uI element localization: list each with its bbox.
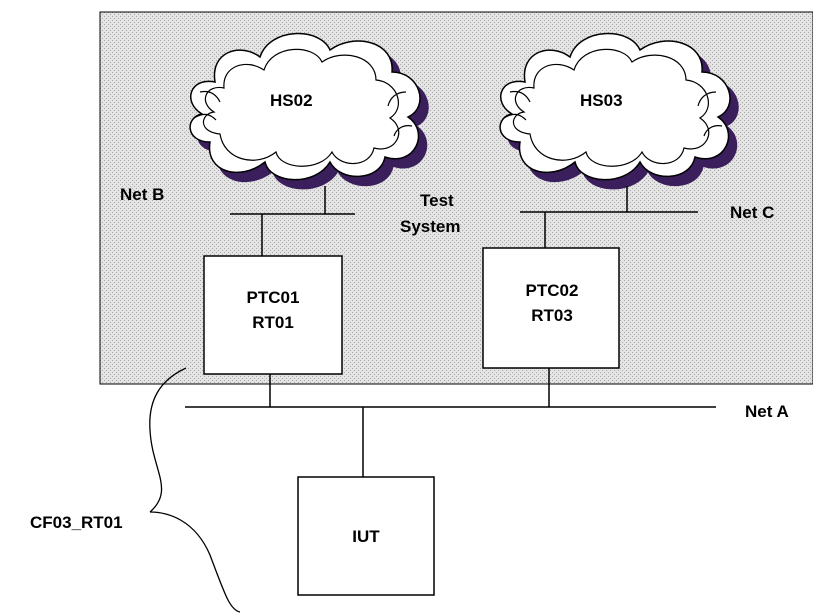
iut-box (297, 476, 435, 596)
ptc02-box (482, 247, 620, 369)
configuration-brace (149, 367, 241, 613)
ptc01-box (203, 255, 343, 375)
brace-label: CF03_RT01 (30, 513, 123, 532)
test-system-label-2: System (400, 217, 460, 236)
net-b-label: Net B (120, 185, 164, 204)
cloud-detail (193, 48, 413, 167)
rt03-label: RT03 (531, 306, 573, 325)
cloud-outline (189, 32, 421, 181)
cloud-outline (499, 32, 731, 181)
net-c-label: Net C (730, 203, 774, 222)
net-a-label: Net A (745, 402, 789, 421)
cloud-label-hs03: HS03 (580, 91, 623, 110)
cloud-detail (503, 48, 723, 167)
cloud-hs03: HS03 (499, 32, 739, 190)
rt01-label: RT01 (252, 313, 294, 332)
ptc01-label: PTC01 (247, 288, 300, 307)
test-system-label: Test (420, 191, 454, 210)
cloud-label-hs02: HS02 (270, 91, 313, 110)
iut-label: IUT (352, 527, 380, 546)
ptc02-label: PTC02 (526, 281, 579, 300)
cloud-hs02: HS02 (189, 32, 429, 190)
